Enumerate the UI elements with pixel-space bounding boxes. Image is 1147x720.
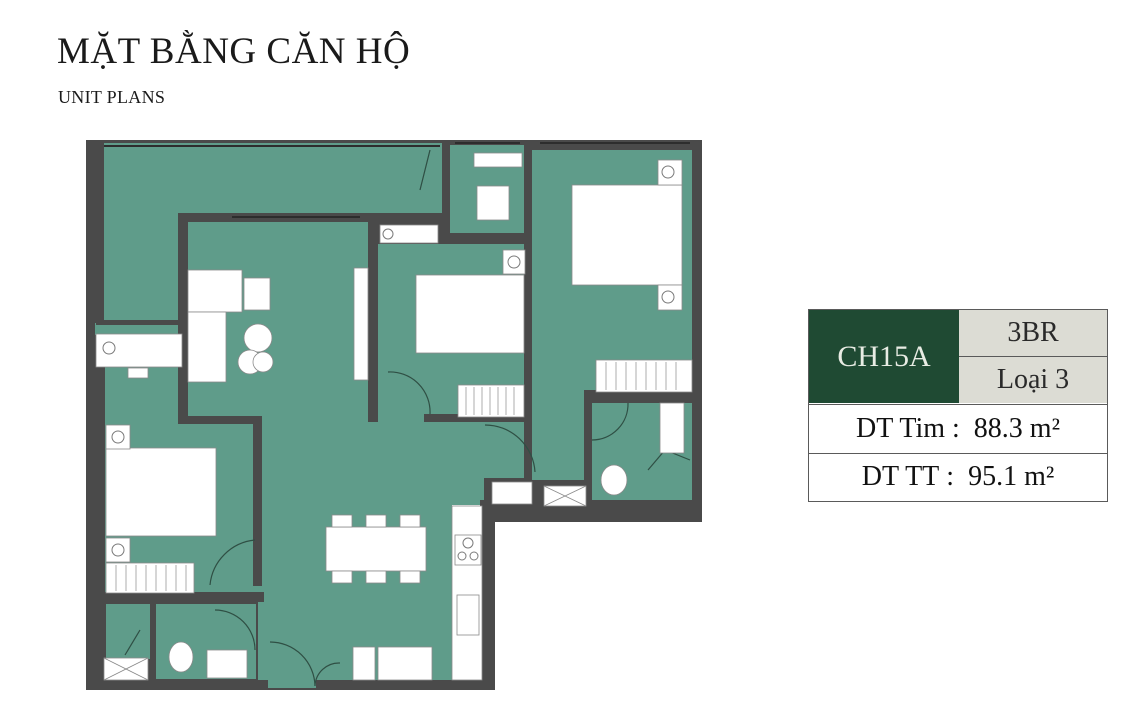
sink-right — [659, 402, 685, 454]
washer — [476, 185, 510, 221]
area-row-total: DT TT : 95.1 m² — [809, 453, 1107, 501]
windows — [104, 142, 690, 218]
area-value: 88.3 m² — [973, 413, 1060, 444]
bed-middle — [379, 224, 526, 418]
sink-left — [206, 649, 248, 679]
stove-icon — [457, 537, 479, 561]
area-label: DT TT — [861, 461, 940, 492]
area-separator: : — [952, 413, 960, 444]
toilet-left — [168, 641, 194, 673]
bathtub — [473, 152, 523, 168]
area-row-carpet: DT Tim : 88.3 m² — [809, 404, 1107, 454]
lamp-icons — [102, 165, 675, 557]
area-label: DT Tim — [856, 413, 946, 444]
bed-left — [105, 424, 217, 594]
tv-cabinet — [353, 267, 369, 381]
sofa — [187, 269, 271, 383]
wardrobe-master — [595, 359, 693, 393]
toilet-right — [600, 464, 628, 496]
wardrobe-left — [105, 562, 195, 594]
unit-info-table: CH15A 3BR Loại 3 DT Tim : 88.3 m² DT TT … — [808, 309, 1108, 502]
page-subtitle: UNIT PLANS — [58, 87, 166, 107]
unit-code: CH15A — [809, 310, 959, 403]
kitchen-counter — [352, 505, 483, 681]
box-crosses — [103, 485, 587, 681]
wardrobe-slats — [115, 362, 677, 591]
wardrobe-middle — [457, 384, 525, 418]
area-separator: : — [946, 461, 955, 492]
unit-bedrooms: 3BR — [959, 310, 1107, 357]
page-title: MẶT BẰNG CĂN HỘ — [57, 31, 411, 72]
dining-table — [325, 514, 427, 584]
coffee-table — [237, 323, 274, 375]
unit-type: Loại 3 — [959, 357, 1107, 403]
desk — [95, 333, 183, 379]
doors — [124, 149, 691, 687]
area-value: 95.1 m² — [968, 461, 1055, 492]
